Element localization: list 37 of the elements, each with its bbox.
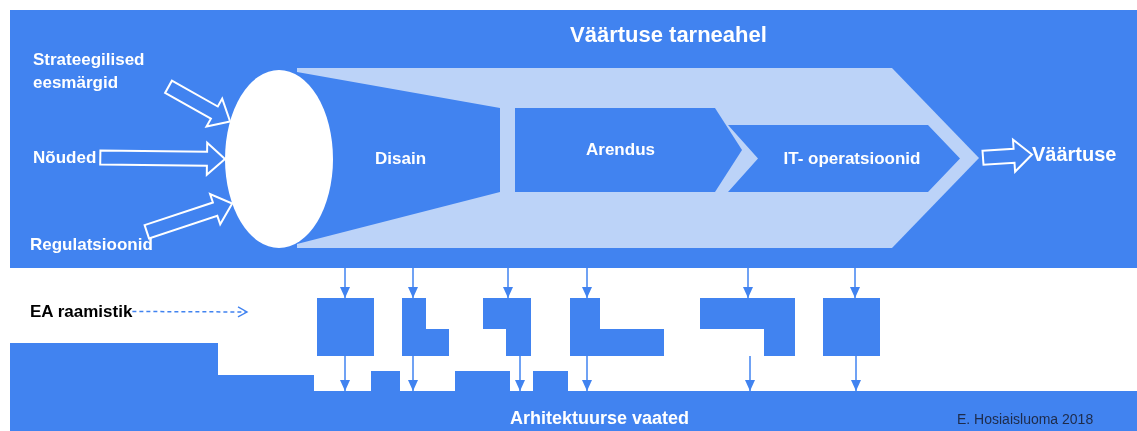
arrow bbox=[745, 355, 755, 392]
stage-label: Disain bbox=[375, 148, 427, 170]
arrow bbox=[408, 355, 418, 392]
input-label: Regulatsioonid bbox=[30, 233, 153, 256]
dashed-arrow bbox=[131, 306, 248, 318]
block-arrow bbox=[143, 192, 234, 240]
block-arrow bbox=[99, 140, 227, 177]
architecture-block bbox=[700, 298, 795, 356]
arrow bbox=[340, 267, 350, 299]
arrow bbox=[408, 267, 418, 299]
output-label: Väärtuse bbox=[1032, 143, 1117, 166]
arrow bbox=[743, 267, 753, 299]
block-arrow bbox=[981, 137, 1034, 174]
architecture-block bbox=[570, 298, 664, 356]
architecture-block bbox=[402, 298, 449, 356]
credit-text: E. Hosiaisluoma 2018 bbox=[957, 410, 1094, 429]
band-title: Väärtuse tarneahel bbox=[570, 21, 767, 49]
architecture-block bbox=[823, 298, 880, 356]
input-label: Strateegilised eesmärgid bbox=[33, 48, 165, 94]
value-chain-band bbox=[10, 10, 1137, 268]
band-title: Arhitektuurse vaated bbox=[510, 407, 690, 430]
pipeline-shape bbox=[297, 68, 979, 248]
ellipse bbox=[225, 70, 333, 248]
stage-chevron: Arendus bbox=[515, 108, 742, 192]
arrow bbox=[850, 267, 860, 299]
arrow bbox=[503, 267, 513, 299]
architecture-block bbox=[483, 298, 531, 356]
framework-label: EA raamistik bbox=[30, 300, 133, 323]
stage-chevron: IT- operatsioonid bbox=[728, 125, 960, 192]
architecture-block bbox=[317, 298, 374, 356]
arrow bbox=[515, 355, 525, 392]
arrow bbox=[582, 267, 592, 299]
block-arrow bbox=[163, 79, 232, 128]
arrow bbox=[582, 355, 592, 392]
arrow bbox=[340, 355, 350, 392]
input-label: Nõuded bbox=[33, 146, 97, 169]
arrow bbox=[851, 355, 861, 392]
